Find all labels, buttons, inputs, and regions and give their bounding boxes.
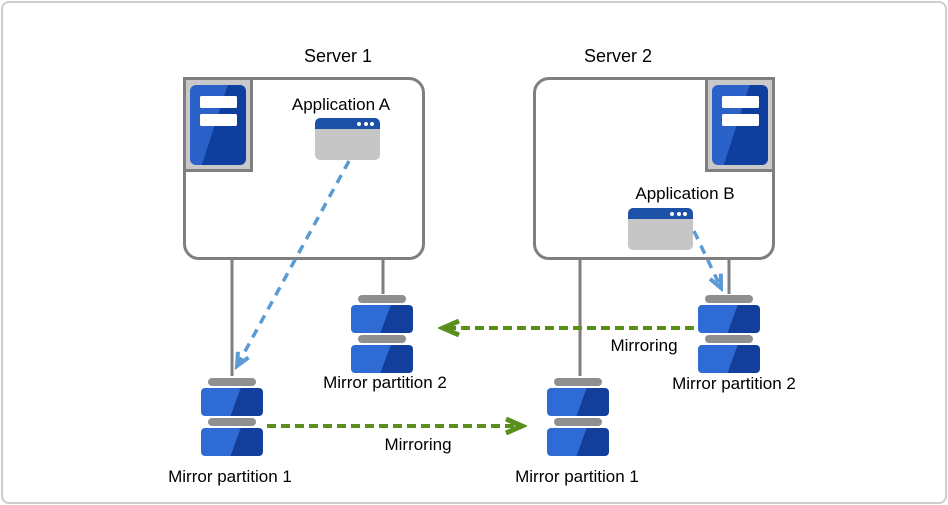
window-dot-icon xyxy=(676,211,681,216)
window-body xyxy=(628,219,693,250)
mirror-partition-1-left-label: Mirror partition 1 xyxy=(168,467,292,486)
disk-cap xyxy=(208,378,256,386)
disk-cap xyxy=(358,335,406,343)
disk-cap xyxy=(208,418,256,426)
mirror-partition-2-left-icon xyxy=(351,295,413,373)
disk-segment xyxy=(547,388,609,416)
mirror-partition-1-right-label: Mirror partition 1 xyxy=(515,467,639,486)
disk-segment xyxy=(698,305,760,333)
application-a-window-icon xyxy=(315,118,380,160)
window-titlebar xyxy=(315,118,380,129)
disk-segment xyxy=(201,428,263,456)
server-2-tower-icon xyxy=(705,77,775,172)
disk-cap xyxy=(554,418,602,426)
window-dot-icon xyxy=(357,121,361,126)
mirroring-bottom-label: Mirroring xyxy=(384,435,452,454)
disk-segment xyxy=(201,388,263,416)
tower-slot xyxy=(199,95,237,108)
disk-segment xyxy=(351,305,413,333)
disk-cap xyxy=(358,295,406,303)
window-dot-icon xyxy=(683,211,687,216)
disk-segment xyxy=(547,428,609,456)
application-b-window-icon xyxy=(628,208,693,250)
window-dot-icon xyxy=(363,121,368,126)
window-titlebar xyxy=(628,208,693,219)
mirror-partition-1-left-icon xyxy=(201,378,263,456)
mirror-partition-2-left-label: Mirror partition 2 xyxy=(323,373,447,392)
tower-slot xyxy=(721,95,759,108)
disk-cap xyxy=(554,378,602,386)
mirror-partition-2-right-icon xyxy=(698,295,760,373)
tower-slot xyxy=(721,113,759,126)
window-dot-icon xyxy=(670,211,674,216)
disk-cap xyxy=(705,295,753,303)
window-dot-icon xyxy=(370,121,374,126)
server-2-title: Server 2 xyxy=(583,46,653,66)
tower-body xyxy=(190,84,246,165)
mirror-partition-1-right-icon xyxy=(547,378,609,456)
disk-cap xyxy=(705,335,753,343)
window-body xyxy=(315,129,380,160)
server-1-tower-icon xyxy=(183,77,253,172)
mirroring-top-label: Mirroring xyxy=(610,336,678,355)
tower-slot xyxy=(199,113,237,126)
disk-segment xyxy=(351,345,413,373)
disk-segment xyxy=(698,345,760,373)
application-b-label: Application B xyxy=(635,184,735,203)
mirror-partition-2-right-label: Mirror partition 2 xyxy=(672,374,796,393)
server-1-title: Server 1 xyxy=(303,46,373,66)
application-a-label: Application A xyxy=(291,95,391,114)
tower-body xyxy=(712,84,768,165)
